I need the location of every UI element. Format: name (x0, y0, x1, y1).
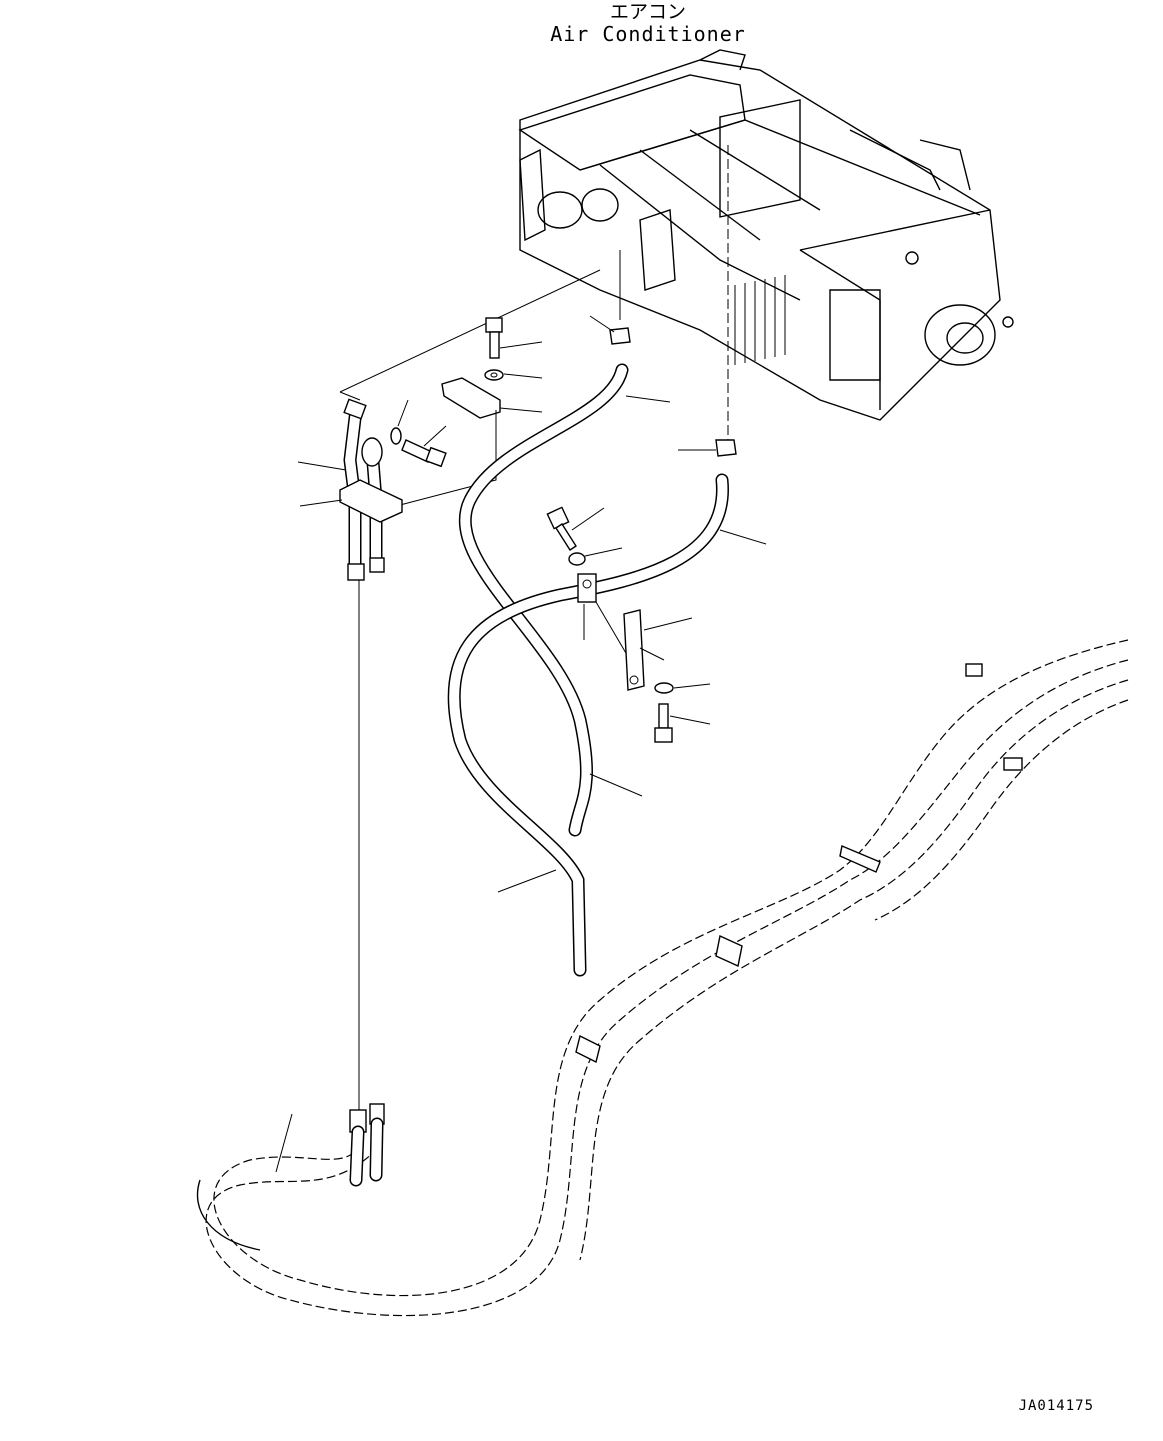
clamp-bracket-upper (441, 377, 543, 419)
washer-middle (568, 547, 623, 566)
clip-right (678, 439, 737, 457)
hose-clamp-middle (577, 573, 631, 661)
lower-hose-routing (196, 639, 1129, 1317)
washer-lower (654, 682, 711, 694)
stay-bracket (623, 609, 693, 691)
bolt-middle (546, 506, 605, 551)
title-english: Air Conditioner (550, 22, 746, 46)
washer-upper (484, 369, 543, 381)
hose-a (458, 363, 671, 837)
air-conditioner-unit (518, 49, 1014, 421)
bolt-upper (485, 317, 543, 359)
bolt-left (401, 425, 447, 468)
bolt-lower (654, 703, 711, 743)
hose-b (447, 473, 767, 977)
heater-pipe-assembly (297, 398, 403, 581)
clip-upper (589, 315, 631, 345)
leader-ac-to-pipe (339, 269, 601, 393)
drawing-number: JA014175 (1019, 1398, 1094, 1414)
washer-left (390, 399, 409, 445)
title-japanese: エアコン (610, 1, 686, 23)
